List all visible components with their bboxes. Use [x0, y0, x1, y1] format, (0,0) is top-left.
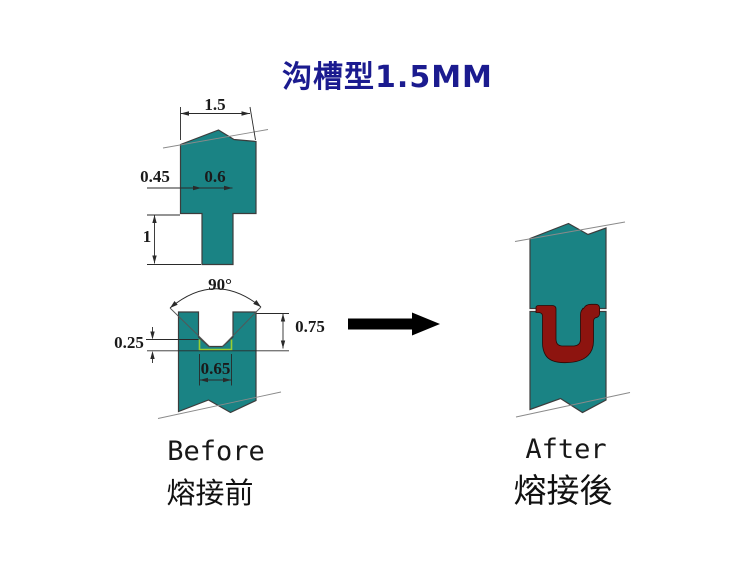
- dim-top-width: 1.5: [204, 95, 226, 114]
- arrowhead: [253, 300, 261, 307]
- arrowhead: [180, 111, 189, 116]
- dim-root-depth: 0.25: [114, 333, 144, 352]
- bevel-line-left: [169, 307, 210, 347]
- after-label-zh: 熔接後: [513, 471, 613, 510]
- arrowhead: [199, 377, 208, 383]
- transform-arrow-icon: [348, 312, 440, 336]
- arrowhead: [150, 351, 155, 359]
- dim-tongue-width: 0.6: [204, 167, 226, 186]
- before-label-zh: 熔接前: [166, 476, 254, 510]
- dim-groove-width: 0.65: [200, 359, 231, 378]
- arrowhead: [193, 185, 202, 191]
- after-label: After: [525, 434, 607, 465]
- fused-tongue-patch: [552, 305, 582, 314]
- dim-tongue-height: 1: [142, 227, 152, 246]
- break-line-bottom-right: [515, 392, 631, 418]
- dim-groove-angle: 90°: [208, 275, 232, 294]
- after-upper-block: [529, 222, 607, 310]
- dim-groove-depth: 0.75: [295, 317, 325, 336]
- angle-arc: [169, 288, 262, 309]
- arrowhead: [223, 377, 232, 383]
- arrowhead: [280, 313, 286, 322]
- dim-tongue-height-lines: [147, 214, 201, 265]
- dim-shoulder-offset: 0.45: [140, 167, 170, 186]
- break-line-bottom-left: [157, 391, 282, 419]
- arrowhead: [152, 215, 157, 223]
- bevel-line-right: [222, 306, 262, 347]
- arrowhead: [170, 301, 178, 308]
- arrowhead: [280, 340, 286, 349]
- page-title: 沟槽型1.5MM: [282, 60, 493, 95]
- arrowhead: [224, 185, 233, 191]
- groove-root-highlight: [198, 339, 233, 351]
- before-label: Before: [167, 436, 265, 467]
- break-line-top-right: [514, 221, 626, 242]
- weld-bead: [535, 303, 600, 364]
- before-lower-part: [177, 311, 257, 414]
- before-upper-part: [179, 129, 257, 266]
- arrowhead: [152, 255, 157, 264]
- dim-groove-depth-lines: [147, 313, 289, 352]
- arrowhead: [150, 331, 155, 340]
- dim-top-width-lines: [180, 106, 256, 141]
- break-line-top-left: [162, 129, 269, 149]
- arrowhead: [241, 111, 250, 116]
